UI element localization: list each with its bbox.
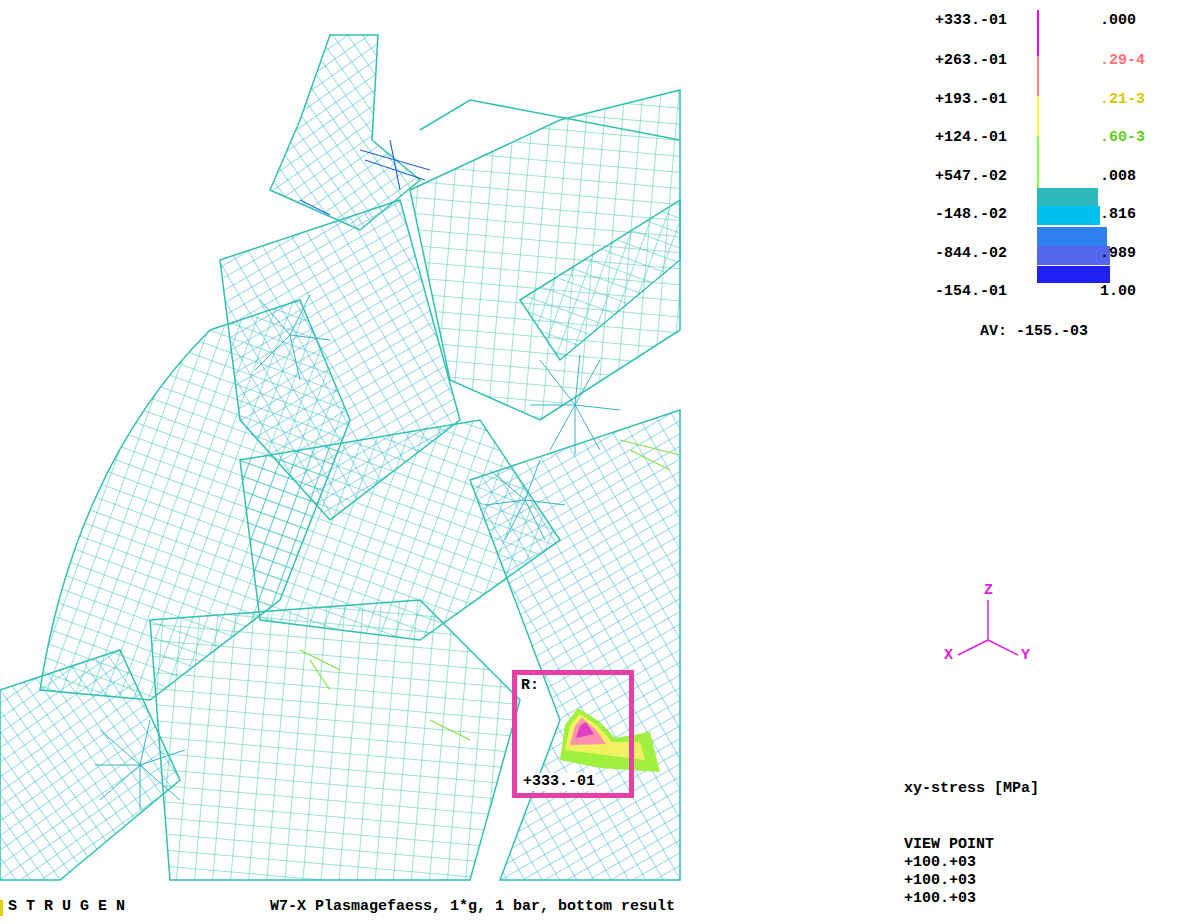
- scale-fraction: .000: [1100, 12, 1136, 30]
- color-swatch: [1037, 227, 1107, 246]
- program-name: S T R U G E N: [8, 898, 125, 916]
- view-point-value: +100.+03: [904, 854, 976, 872]
- color-swatch: [1037, 188, 1098, 206]
- scale-fraction: .21-3: [1100, 91, 1145, 109]
- scale-fraction: .008: [1100, 168, 1136, 186]
- color-swatch: [1037, 10, 1039, 56]
- scale-fraction: .29-4: [1100, 52, 1145, 70]
- axis-label: X: [944, 647, 953, 665]
- scale-fraction: .60-3: [1100, 129, 1145, 147]
- legend-value: +333.-01: [935, 12, 1007, 30]
- view-point-value: +100.+03: [904, 890, 976, 908]
- legend-value: -148.-02: [935, 206, 1007, 224]
- axis-label: Z: [984, 582, 993, 600]
- legend-value: -844.-02: [935, 245, 1007, 263]
- legend-value: +547.-02: [935, 168, 1007, 186]
- result-marker-box: R: +333.-01: [512, 670, 634, 798]
- scale-fraction: .989: [1100, 245, 1136, 263]
- scale-bar: [1037, 246, 1110, 265]
- color-swatch: [1037, 96, 1039, 136]
- view-point-value: +100.+03: [904, 872, 976, 890]
- legend-value: -154.-01: [935, 283, 1007, 301]
- axis-label: Y: [1021, 647, 1030, 665]
- color-swatch: [1037, 206, 1100, 225]
- legend-value: +124.-01: [935, 129, 1007, 147]
- average-value: AV: -155.-03: [980, 323, 1088, 341]
- scale-fraction: 1.00: [1100, 283, 1136, 301]
- color-swatch: [1037, 136, 1039, 188]
- legend-value: +193.-01: [935, 91, 1007, 109]
- axis-triad: [958, 600, 1018, 655]
- color-swatch: [1037, 56, 1039, 96]
- marker-value: +333.-01: [522, 773, 596, 791]
- legend-value: +263.-01: [935, 52, 1007, 70]
- scale-fraction: .816: [1100, 206, 1136, 224]
- plot-caption: W7-X Plasmagefaess, 1*g, 1 bar, bottom r…: [270, 898, 675, 916]
- result-type: xy-stress [MPa]: [904, 780, 1039, 798]
- view-point-title: VIEW POINT: [904, 836, 994, 854]
- color-swatch: [1037, 266, 1110, 283]
- marker-tag: R:: [520, 677, 540, 695]
